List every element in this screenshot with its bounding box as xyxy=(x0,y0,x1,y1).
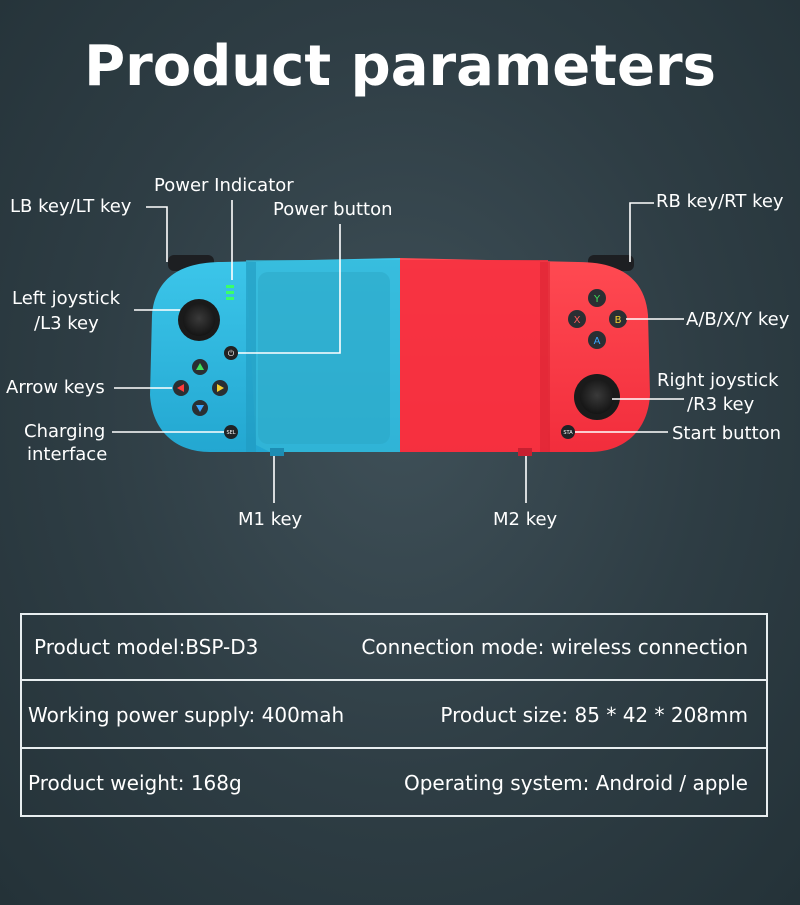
spec-connection: Connection mode: wireless connection xyxy=(361,635,748,659)
label-left-joystick: Left joystick xyxy=(12,288,121,309)
sta-button xyxy=(561,425,575,439)
spec-table: Product model:BSP-D3 Connection mode: wi… xyxy=(20,613,768,817)
svg-text:A: A xyxy=(594,336,601,347)
spec-weight: Product weight: 168g xyxy=(28,771,242,795)
label-power-button: Power button xyxy=(273,199,393,220)
right-holder-edge xyxy=(540,262,550,452)
label-r3-key: /R3 key xyxy=(687,394,755,415)
label-right-joystick: Right joystick xyxy=(657,370,779,391)
svg-text:STA: STA xyxy=(563,430,573,436)
svg-text:B: B xyxy=(615,315,622,326)
left-holder-inset xyxy=(258,272,390,444)
label-m2-key: M2 key xyxy=(493,509,558,530)
left-holder-edge xyxy=(246,262,256,452)
right-joystick xyxy=(580,380,614,414)
power-button xyxy=(224,346,238,360)
label-power-indicator: Power Indicator xyxy=(154,175,294,196)
label-start-button: Start button xyxy=(672,423,782,444)
label-rb-key: RB key/RT key xyxy=(656,191,784,212)
spec-row: Product model:BSP-D3 Connection mode: wi… xyxy=(22,615,766,681)
svg-text:SEL: SEL xyxy=(226,430,235,436)
svg-text:X: X xyxy=(574,315,581,326)
left-holder xyxy=(246,260,400,452)
m1-key xyxy=(270,448,284,456)
label-abxy-key: A/B/X/Y key xyxy=(686,309,790,330)
spec-model: Product model:BSP-D3 xyxy=(34,635,259,659)
m2-key xyxy=(518,448,532,456)
power-indicator-led-3 xyxy=(226,297,234,300)
abxy-buttons: Y X B A xyxy=(568,289,627,349)
arrow-keys xyxy=(173,359,228,416)
spec-row: Working power supply: 400mah Product siz… xyxy=(22,683,766,749)
left-joystick xyxy=(183,304,215,336)
label-charging: Charging xyxy=(24,421,106,442)
svg-text:⏻: ⏻ xyxy=(228,349,235,358)
power-indicator-led-1 xyxy=(226,285,234,288)
label-arrow-keys: Arrow keys xyxy=(6,377,105,398)
label-m1-key: M1 key xyxy=(238,509,303,530)
spec-size: Product size: 85 * 42 * 208mm xyxy=(440,703,748,727)
spec-os: Operating system: Android / apple xyxy=(403,771,748,795)
spec-power-supply: Working power supply: 400mah xyxy=(28,703,345,727)
label-interface: interface xyxy=(27,444,108,465)
label-l3-key: /L3 key xyxy=(34,313,99,334)
sel-button xyxy=(224,425,238,439)
power-indicator-led-2 xyxy=(226,291,234,294)
page-title: Product parameters xyxy=(84,34,716,99)
right-holder xyxy=(400,260,548,452)
callout-lines xyxy=(112,200,684,503)
svg-text:Y: Y xyxy=(593,294,601,305)
spec-row: Product weight: 168g Operating system: A… xyxy=(22,751,766,817)
label-lb-key: LB key/LT key xyxy=(10,196,132,217)
